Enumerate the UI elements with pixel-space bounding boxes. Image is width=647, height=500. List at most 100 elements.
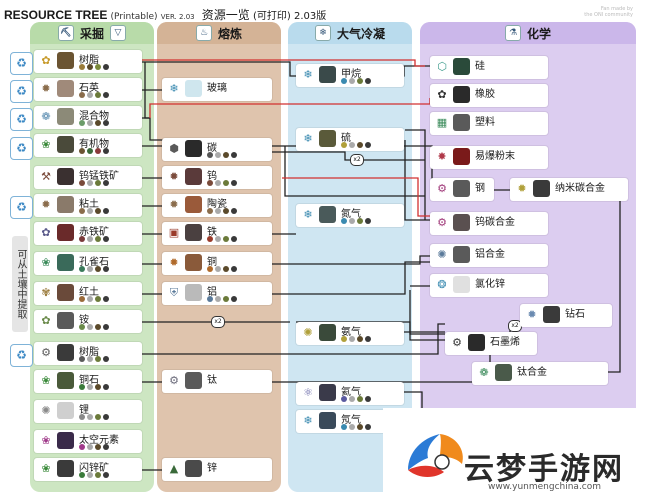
resource-label: 硫 bbox=[341, 133, 351, 144]
line-carbon-explosive bbox=[272, 151, 425, 161]
resource-label: 铝 bbox=[207, 287, 217, 298]
red-line-mix-rubber bbox=[149, 98, 431, 118]
property-dots bbox=[341, 336, 371, 342]
resource-card-malachite[interactable]: ❀ 孔雀石 bbox=[34, 252, 142, 275]
resource-card-diamond[interactable]: ✹ 钻石 bbox=[520, 304, 612, 327]
resource-card-tungsten[interactable]: ✹ 钨 bbox=[162, 166, 272, 189]
nano-carbon-alloy-thumb bbox=[533, 180, 550, 197]
line-aluminum-alloy bbox=[272, 261, 430, 295]
resource-card-rubber[interactable]: ✿ 橡胶 bbox=[430, 84, 548, 107]
atom-icon: ⚛ bbox=[303, 386, 313, 399]
resource-card-clay[interactable]: ✹ 粘土 bbox=[34, 194, 142, 217]
version: VER. 2.03 bbox=[160, 13, 195, 21]
flower-icon: ✿ bbox=[41, 226, 51, 239]
resource-card-iron[interactable]: ▣ 铁 bbox=[162, 222, 272, 245]
property-dots bbox=[79, 148, 109, 154]
resource-card-sphalerite[interactable]: ❀ 闪锌矿 bbox=[34, 458, 142, 481]
titanium-thumb bbox=[185, 372, 202, 389]
resource-card-titanium-alloy[interactable]: ❁ 钛合金 bbox=[472, 362, 608, 385]
resource-card-zinc[interactable]: ▲ 锌 bbox=[162, 458, 272, 481]
glass-thumb bbox=[185, 80, 202, 97]
column-header-atmos: ❄ 大气冷凝 bbox=[288, 22, 412, 44]
methane-thumb bbox=[319, 66, 336, 83]
resource-label: 赤铁矿 bbox=[79, 227, 109, 238]
resource-card-graphene[interactable]: ⚙ 石墨烯 bbox=[445, 332, 537, 355]
resource-card-methane[interactable]: ❄ 甲烷 bbox=[296, 64, 404, 87]
resource-card-titanium[interactable]: ⚙ 钛 bbox=[162, 370, 272, 393]
resource-card-red-earth[interactable]: ✾ 红土 bbox=[34, 282, 142, 305]
sun-icon: ✺ bbox=[303, 326, 313, 339]
resource-card-explosive[interactable]: ✸ 易爆粉末 bbox=[430, 146, 548, 169]
resource-card-organics[interactable]: ❀ 有机物 bbox=[34, 134, 142, 157]
resource-card-wolframite[interactable]: ⚒ 钨锰铁矿 bbox=[34, 166, 142, 189]
property-dots bbox=[79, 266, 109, 272]
resource-card-steel[interactable]: ⚙ 钢 bbox=[430, 178, 494, 201]
resource-card-space-element[interactable]: ❀ 太空元素 bbox=[34, 430, 142, 453]
resource-card-lithium[interactable]: ✺ 锂 bbox=[34, 400, 142, 423]
resource-card-neon[interactable]: ❄ 氖气 bbox=[296, 410, 404, 433]
property-dots bbox=[79, 414, 109, 420]
resource-card-resin2[interactable]: ⚙ 树脂 bbox=[34, 342, 142, 365]
resource-card-aluminum-alloy[interactable]: ✺ 铝合金 bbox=[430, 244, 548, 267]
carbon-thumb bbox=[185, 140, 202, 157]
box-icon: ⬡ bbox=[437, 60, 447, 73]
resource-label: 铜 bbox=[207, 257, 217, 268]
resource-label: 钛 bbox=[207, 375, 217, 386]
resource-card-copper[interactable]: ✹ 铜 bbox=[162, 252, 272, 275]
resin-thumb bbox=[57, 52, 74, 69]
pickaxe-icon: ⚒ bbox=[41, 170, 51, 183]
resource-card-silicon[interactable]: ⬡ 硅 bbox=[430, 56, 548, 79]
resource-card-nano-carbon-alloy[interactable]: ✹ 纳米碳合金 bbox=[510, 178, 628, 201]
resource-card-nitrogen[interactable]: ❄ 氮气 bbox=[296, 204, 404, 227]
resource-card-ceramic[interactable]: ✹ 陶瓷 bbox=[162, 194, 272, 217]
resource-card-carbon[interactable]: ⬢ 碳 bbox=[162, 138, 272, 161]
resource-label: 石墨烯 bbox=[490, 337, 520, 348]
resource-card-quartz[interactable]: ✹ 石英 bbox=[34, 78, 142, 101]
resource-card-mixture[interactable]: ❁ 混合物 bbox=[34, 106, 142, 129]
burst-icon: ✸ bbox=[437, 150, 447, 163]
property-dots bbox=[79, 472, 109, 478]
resource-card-tungsten-carbide[interactable]: ⚙ 钨碳合金 bbox=[430, 212, 548, 235]
resource-card-ammonia[interactable]: ✺ 氨气 bbox=[296, 322, 404, 345]
flower-icon: ❀ bbox=[41, 434, 51, 447]
helium-thumb bbox=[319, 384, 336, 401]
line-zincchl-graphene bbox=[409, 290, 445, 341]
resource-label: 粘土 bbox=[79, 199, 99, 210]
recycle-icon: ♻ bbox=[10, 196, 33, 219]
resource-label: 锌 bbox=[207, 463, 217, 474]
ammonium-thumb bbox=[57, 312, 74, 329]
resource-label: 钨 bbox=[207, 171, 217, 182]
resource-label: 塑料 bbox=[475, 117, 495, 128]
resource-card-resin[interactable]: ✿ 树脂 bbox=[34, 50, 142, 73]
plant-icon: ✿ bbox=[41, 54, 51, 67]
resource-card-aluminum[interactable]: ⛨ 铝 bbox=[162, 282, 272, 305]
resource-card-sulfur[interactable]: ❄ 硫 bbox=[296, 128, 404, 151]
snowflake-icon: ❄ bbox=[169, 82, 179, 95]
gear-icon: ⚙ bbox=[452, 336, 462, 349]
resource-card-hematite[interactable]: ✿ 赤铁矿 bbox=[34, 222, 142, 245]
snowflake-icon: ❄ bbox=[303, 414, 313, 427]
hexagon-icon: ⬢ bbox=[169, 142, 179, 155]
gear-icon: ⚙ bbox=[437, 216, 447, 229]
flower-icon: ✿ bbox=[437, 88, 447, 101]
red-line-tungsten-carbide bbox=[282, 177, 430, 217]
red-line-resin-silicon bbox=[140, 59, 425, 67]
resource-card-ammonium[interactable]: ✿ 铵 bbox=[34, 310, 142, 333]
resource-card-plastic[interactable]: ▦ 塑料 bbox=[430, 112, 548, 135]
resource-label: 玻璃 bbox=[207, 83, 227, 94]
property-dots bbox=[79, 120, 109, 126]
resource-label: 氨气 bbox=[341, 327, 361, 338]
rubber-thumb bbox=[453, 86, 470, 103]
tungsten-thumb bbox=[185, 168, 202, 185]
resource-card-copper-ore[interactable]: ❀ 铜石 bbox=[34, 370, 142, 393]
property-dots bbox=[207, 152, 237, 158]
resource-card-zinc-chloride[interactable]: ❂ 氯化锌 bbox=[430, 274, 548, 297]
copper-thumb bbox=[185, 254, 202, 271]
side-label: 可从土壤中提取 bbox=[12, 236, 28, 332]
resource-card-helium[interactable]: ⚛ 氦气 bbox=[296, 382, 404, 405]
property-dots bbox=[207, 296, 237, 302]
gear-icon: ⚙ bbox=[169, 374, 179, 387]
property-dots bbox=[79, 296, 109, 302]
clay-thumb bbox=[57, 196, 74, 213]
resource-card-glass[interactable]: ❄ 玻璃 bbox=[162, 78, 272, 101]
